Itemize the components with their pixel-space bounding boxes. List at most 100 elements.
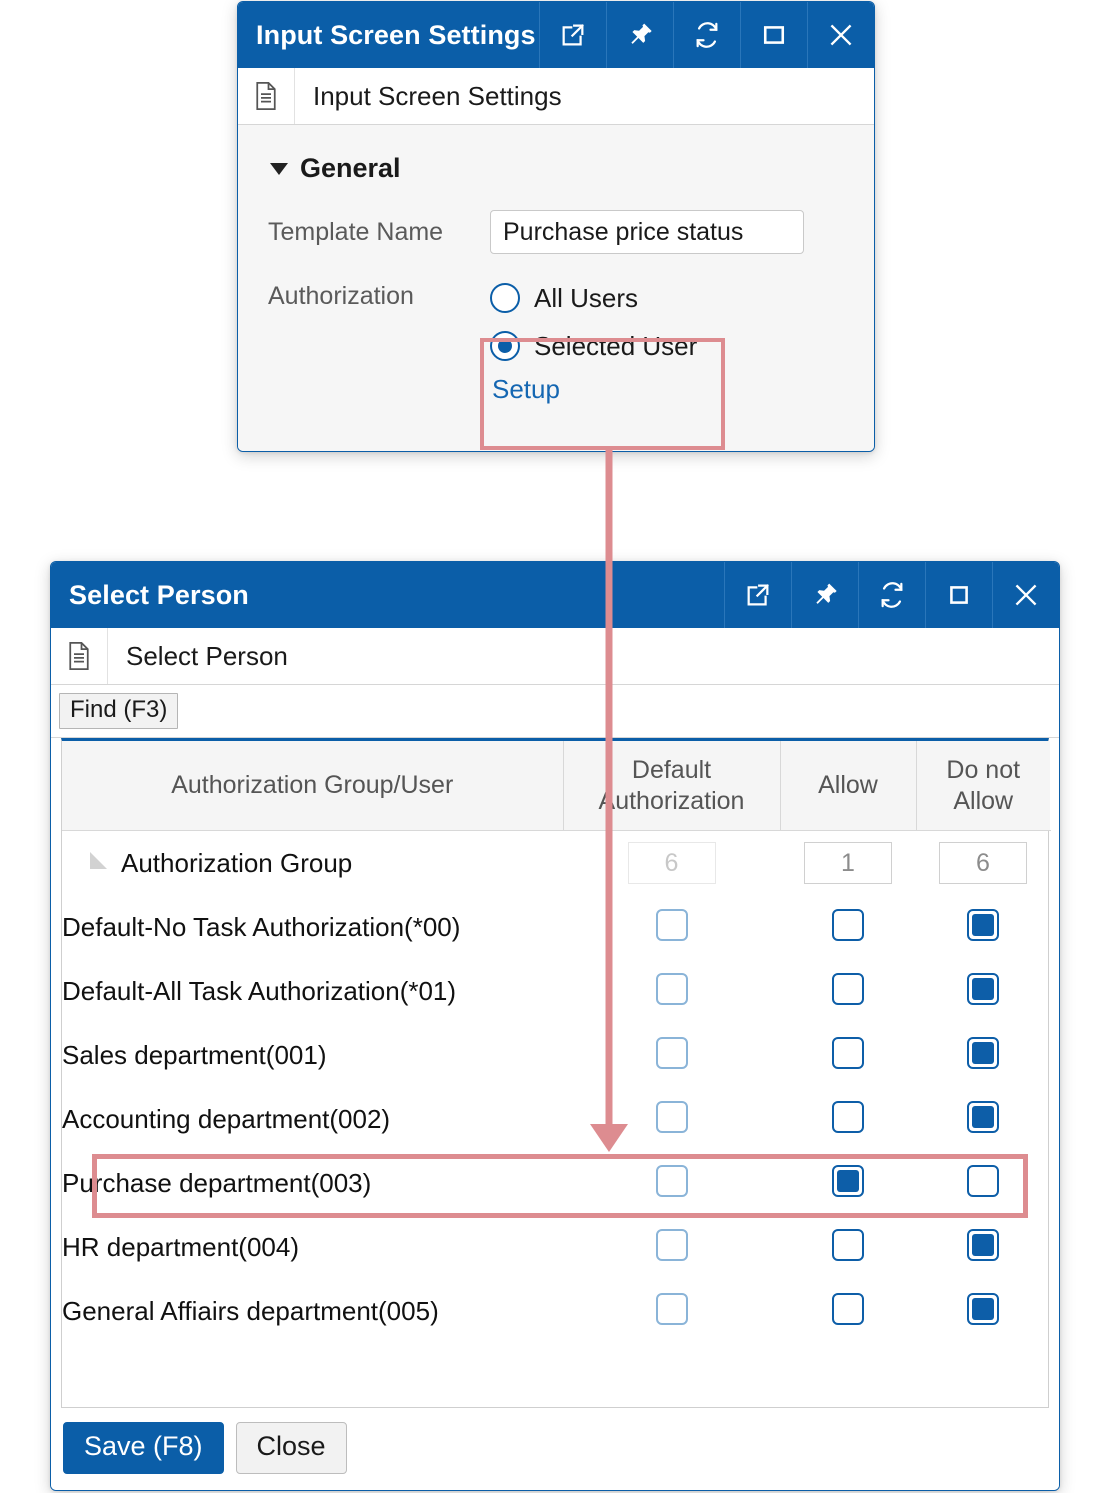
pin-icon[interactable] bbox=[606, 2, 673, 68]
cell-do-not-allow[interactable] bbox=[916, 1087, 1050, 1151]
cell-do-not-allow[interactable] bbox=[916, 959, 1050, 1023]
table-row-highlighted[interactable]: Purchase department(003) bbox=[62, 1151, 1050, 1215]
checkbox-allow[interactable] bbox=[832, 1228, 864, 1261]
table-row[interactable]: Accounting department(002) bbox=[62, 1087, 1050, 1151]
table-row[interactable]: General Affiairs department(005) bbox=[62, 1279, 1050, 1343]
select-person-doc-strip: Select Person bbox=[51, 628, 1059, 685]
expand-triangle-icon[interactable] bbox=[90, 851, 107, 869]
checkbox-allow[interactable] bbox=[832, 1292, 864, 1325]
column-header-default-authorization[interactable]: Default Authorization bbox=[563, 741, 781, 831]
checkbox-default-authorization[interactable] bbox=[655, 1036, 688, 1069]
checkbox-allow[interactable] bbox=[832, 1164, 864, 1197]
checkbox-do-not-allow[interactable] bbox=[967, 972, 999, 1005]
general-section-label: General bbox=[300, 153, 401, 183]
cell-default-authorization[interactable] bbox=[563, 959, 780, 1023]
checkbox-do-not-allow[interactable] bbox=[967, 1292, 999, 1325]
pin-icon[interactable] bbox=[791, 562, 858, 628]
table-row-summary[interactable]: Authorization Group 6 1 6 bbox=[62, 831, 1050, 896]
empty-cell bbox=[563, 1343, 780, 1407]
checkbox-do-not-allow[interactable] bbox=[967, 1100, 999, 1133]
cell-allow[interactable] bbox=[780, 1023, 916, 1087]
maximize-icon[interactable] bbox=[925, 562, 992, 628]
close-button[interactable]: Close bbox=[235, 1422, 347, 1474]
cell-allow[interactable] bbox=[780, 1215, 916, 1279]
refresh-icon[interactable] bbox=[673, 2, 740, 68]
row-label: Purchase department(003) bbox=[62, 1167, 372, 1198]
cell-default-authorization[interactable] bbox=[563, 1087, 780, 1151]
input-settings-titlebar: Input Screen Settings bbox=[238, 2, 874, 68]
empty-cell bbox=[916, 1343, 1050, 1407]
setup-link[interactable]: Setup bbox=[492, 374, 560, 404]
cell-do-not-allow[interactable] bbox=[916, 895, 1050, 959]
open-in-new-window-icon[interactable] bbox=[724, 562, 791, 628]
refresh-icon[interactable] bbox=[858, 562, 925, 628]
document-icon bbox=[51, 628, 108, 684]
chevron-down-icon bbox=[270, 162, 288, 175]
save-button[interactable]: Save (F8) bbox=[63, 1422, 224, 1474]
empty-cell bbox=[62, 1343, 563, 1407]
checkbox-do-not-allow[interactable] bbox=[967, 908, 999, 941]
cell-default-authorization[interactable] bbox=[563, 1151, 780, 1215]
cell-do-not-allow[interactable] bbox=[916, 1023, 1050, 1087]
checkbox-do-not-allow[interactable] bbox=[967, 1164, 999, 1197]
radio-selected-user-icon[interactable] bbox=[490, 331, 520, 361]
select-person-dialog: Select Person bbox=[50, 561, 1060, 1491]
count-do-not-allow: 6 bbox=[939, 842, 1027, 884]
checkbox-allow[interactable] bbox=[832, 1036, 864, 1069]
checkbox-default-authorization[interactable] bbox=[655, 972, 688, 1005]
input-settings-body: General Template Name Purchase price sta… bbox=[238, 125, 874, 451]
authorization-grid: Authorization Group/User Default Authori… bbox=[61, 738, 1050, 1408]
open-in-new-window-icon[interactable] bbox=[539, 2, 606, 68]
cell-allow[interactable] bbox=[780, 1279, 916, 1343]
cell-allow[interactable] bbox=[780, 895, 916, 959]
cell-default-authorization[interactable] bbox=[563, 1023, 780, 1087]
checkbox-default-authorization[interactable] bbox=[655, 908, 688, 941]
cell-do-not-allow[interactable] bbox=[916, 1151, 1050, 1215]
checkbox-default-authorization[interactable] bbox=[655, 1228, 688, 1261]
row-label: Default-All Task Authorization(*01) bbox=[62, 975, 457, 1006]
table-row[interactable]: Default-No Task Authorization(*00) bbox=[62, 895, 1050, 959]
checkbox-default-authorization[interactable] bbox=[655, 1164, 688, 1197]
cell-allow[interactable] bbox=[780, 1087, 916, 1151]
radio-option-selected-user[interactable]: Selected User bbox=[490, 322, 697, 370]
column-header-allow[interactable]: Allow bbox=[780, 741, 917, 831]
authorization-radio-group: All Users Selected User Setup bbox=[490, 274, 697, 405]
find-button[interactable]: Find (F3) bbox=[59, 693, 179, 729]
maximize-icon[interactable] bbox=[740, 2, 807, 68]
checkbox-allow[interactable] bbox=[832, 908, 864, 941]
row-label: Sales department(001) bbox=[62, 1039, 327, 1070]
cell-allow[interactable] bbox=[780, 1151, 916, 1215]
cell-default-authorization[interactable] bbox=[563, 1215, 780, 1279]
close-icon[interactable] bbox=[992, 562, 1059, 628]
checkbox-allow[interactable] bbox=[832, 972, 864, 1005]
input-settings-window-buttons bbox=[539, 2, 874, 68]
checkbox-default-authorization[interactable] bbox=[655, 1292, 688, 1325]
cell-default-authorization[interactable] bbox=[563, 1279, 780, 1343]
authorization-row: Authorization All Users Selected User Se… bbox=[268, 274, 848, 405]
general-section-header[interactable]: General bbox=[270, 153, 848, 184]
checkbox-do-not-allow[interactable] bbox=[967, 1036, 999, 1069]
table-row[interactable]: HR department(004) bbox=[62, 1215, 1050, 1279]
summary-do-not-allow-cell: 6 bbox=[916, 831, 1050, 896]
checkbox-default-authorization[interactable] bbox=[655, 1100, 688, 1133]
template-name-input[interactable]: Purchase price status bbox=[490, 210, 804, 254]
radio-all-users-icon[interactable] bbox=[490, 283, 520, 313]
select-person-window-buttons bbox=[724, 562, 1059, 628]
summary-row-label-cell[interactable]: Authorization Group bbox=[62, 831, 563, 896]
grid-header-row: Authorization Group/User Default Authori… bbox=[62, 741, 1050, 831]
summary-row-label: Authorization Group bbox=[121, 847, 353, 878]
checkbox-do-not-allow[interactable] bbox=[967, 1228, 999, 1261]
column-header-group-user[interactable]: Authorization Group/User bbox=[62, 741, 564, 831]
radio-option-all-users[interactable]: All Users bbox=[490, 274, 697, 322]
cell-default-authorization[interactable] bbox=[563, 895, 780, 959]
row-label: General Affiairs department(005) bbox=[62, 1295, 439, 1326]
cell-do-not-allow[interactable] bbox=[916, 1215, 1050, 1279]
table-row[interactable]: Sales department(001) bbox=[62, 1023, 1050, 1087]
cell-allow[interactable] bbox=[780, 959, 916, 1023]
close-icon[interactable] bbox=[807, 2, 874, 68]
checkbox-allow[interactable] bbox=[832, 1100, 864, 1133]
cell-do-not-allow[interactable] bbox=[916, 1279, 1050, 1343]
select-person-toolbar: Find (F3) bbox=[51, 685, 1059, 738]
column-header-do-not-allow[interactable]: Do not Allow bbox=[916, 741, 1050, 831]
table-row[interactable]: Default-All Task Authorization(*01) bbox=[62, 959, 1050, 1023]
